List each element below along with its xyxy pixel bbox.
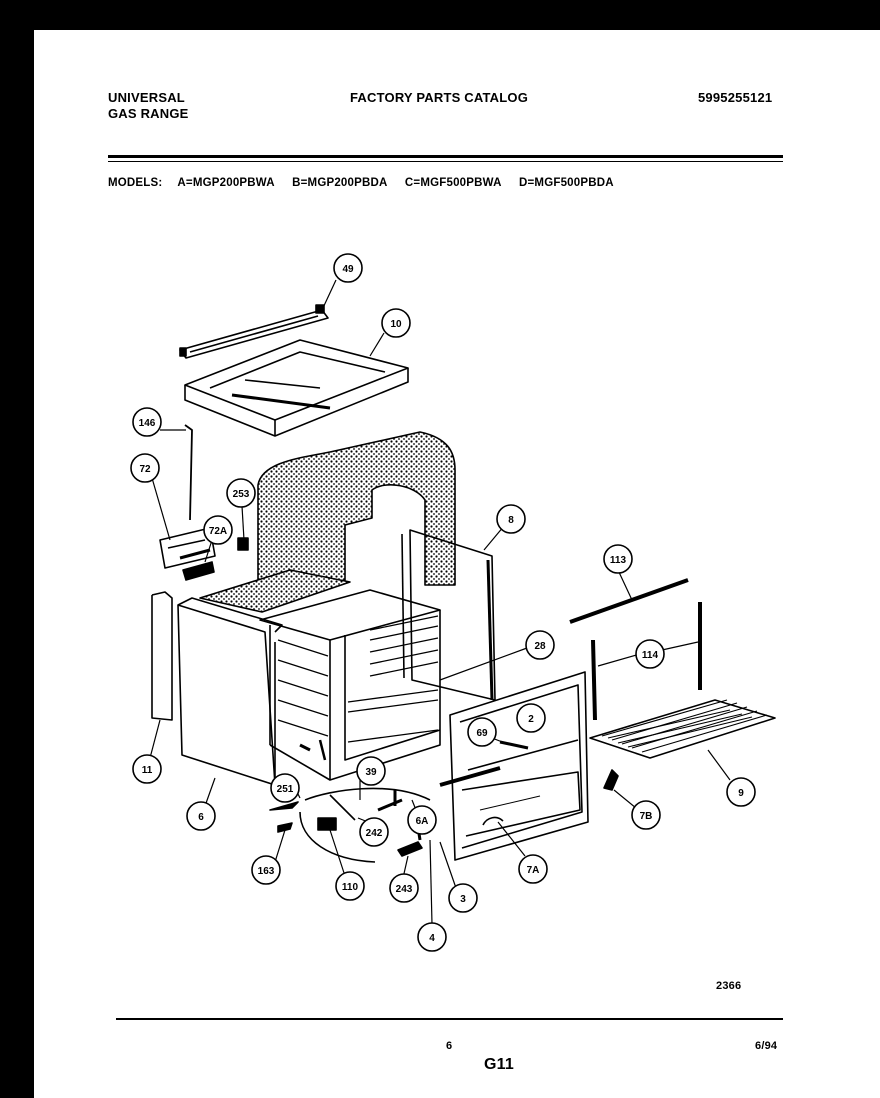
callout-4: 4 xyxy=(417,922,447,952)
svg-text:72: 72 xyxy=(139,464,151,475)
callout-49: 49 xyxy=(333,253,363,283)
svg-text:6: 6 xyxy=(198,812,204,823)
svg-text:146: 146 xyxy=(139,418,156,429)
hinge-7b-part xyxy=(603,769,619,791)
header-rule-thin xyxy=(108,161,783,162)
svg-text:10: 10 xyxy=(390,319,402,330)
svg-text:72A: 72A xyxy=(209,526,227,537)
svg-text:39: 39 xyxy=(365,767,377,778)
rod-113-part xyxy=(569,578,689,624)
models-line: MODELS: A=MGP200PBWA B=MGP200PBDA C=MGF5… xyxy=(108,177,628,189)
callout-8: 8 xyxy=(496,504,526,534)
brand-line-2: GAS RANGE xyxy=(108,106,189,121)
callout-3: 3 xyxy=(448,883,478,913)
callout-114: 114 xyxy=(635,639,665,669)
oven-door-part xyxy=(439,671,589,861)
svg-text:8: 8 xyxy=(508,515,514,526)
header-rule-thick xyxy=(108,155,783,158)
control-bracket-part xyxy=(159,527,216,581)
leader-lines xyxy=(149,279,731,925)
callout-72a: 72A xyxy=(203,515,233,545)
callout-28: 28 xyxy=(525,630,555,660)
callout-146: 146 xyxy=(132,407,162,437)
rods-114-part xyxy=(591,602,702,721)
svg-text:114: 114 xyxy=(642,650,659,661)
oven-rack-part xyxy=(589,699,776,759)
callout-6a: 6A xyxy=(407,805,437,835)
callout-2: 2 xyxy=(516,703,546,733)
callout-39: 39 xyxy=(356,756,386,786)
callout-6: 6 xyxy=(186,801,216,831)
svg-text:7A: 7A xyxy=(527,865,540,876)
model-c: C=MGF500PBWA xyxy=(404,177,502,189)
callout-10: 10 xyxy=(381,308,411,338)
section-code: G11 xyxy=(484,1056,514,1073)
brand-block: UNIVERSAL GAS RANGE xyxy=(108,90,189,122)
drawing-number: 2366 xyxy=(716,980,742,992)
insulation-blanket-part xyxy=(199,431,456,613)
callout-72: 72 xyxy=(130,453,160,483)
date-code: 6/94 xyxy=(755,1040,778,1052)
models-label: MODELS: xyxy=(108,177,163,189)
svg-text:11: 11 xyxy=(142,765,153,776)
svg-text:4: 4 xyxy=(429,933,435,944)
svg-text:253: 253 xyxy=(233,489,250,500)
model-d: D=MGF500PBDA xyxy=(519,177,614,189)
callout-253: 253 xyxy=(226,478,256,508)
brand-line-1: UNIVERSAL xyxy=(108,90,185,105)
svg-text:28: 28 xyxy=(534,641,546,652)
trim-strip-11-part xyxy=(151,591,173,721)
svg-text:242: 242 xyxy=(366,828,383,839)
cooktop-top-part xyxy=(184,339,409,437)
top-rail-part xyxy=(179,304,329,359)
wire-146-part xyxy=(184,424,193,521)
grommet-253-part xyxy=(237,537,249,551)
callout-9: 9 xyxy=(726,777,756,807)
callout-7b: 7B xyxy=(631,800,661,830)
svg-text:7B: 7B xyxy=(640,811,653,822)
callouts: 49 10 146 72 253 72A 8 113 114 28 2 69 1… xyxy=(130,253,756,952)
callout-110: 110 xyxy=(335,871,365,901)
callout-7a: 7A xyxy=(518,854,548,884)
callout-163: 163 xyxy=(251,855,281,885)
callout-113: 113 xyxy=(603,544,633,574)
callout-243: 243 xyxy=(389,873,419,903)
callout-69: 69 xyxy=(467,717,497,747)
svg-text:69: 69 xyxy=(476,728,488,739)
svg-text:251: 251 xyxy=(277,784,294,795)
side-panel-left-part xyxy=(177,597,283,786)
svg-text:3: 3 xyxy=(460,894,466,905)
model-a: A=MGP200PBWA xyxy=(177,177,275,189)
fitting-163-part xyxy=(269,801,299,833)
svg-text:9: 9 xyxy=(738,788,744,799)
svg-text:6A: 6A xyxy=(416,816,429,827)
oven-box-part xyxy=(259,589,441,781)
callout-242: 242 xyxy=(359,817,389,847)
svg-text:163: 163 xyxy=(258,866,275,877)
svg-text:49: 49 xyxy=(342,264,354,275)
catalog-sheet xyxy=(34,30,880,1098)
callout-251: 251 xyxy=(270,773,300,803)
callout-11: 11 xyxy=(132,754,162,784)
footer-rule xyxy=(116,1018,783,1020)
svg-text:2: 2 xyxy=(528,714,534,725)
svg-text:243: 243 xyxy=(396,884,413,895)
svg-text:110: 110 xyxy=(342,882,359,893)
model-b: B=MGP200PBDA xyxy=(292,177,388,189)
page-number: 6 xyxy=(446,1040,453,1052)
catalog-title: FACTORY PARTS CATALOG xyxy=(350,90,529,105)
svg-text:113: 113 xyxy=(610,555,627,566)
catalog-number: 5995255121 xyxy=(698,90,773,105)
